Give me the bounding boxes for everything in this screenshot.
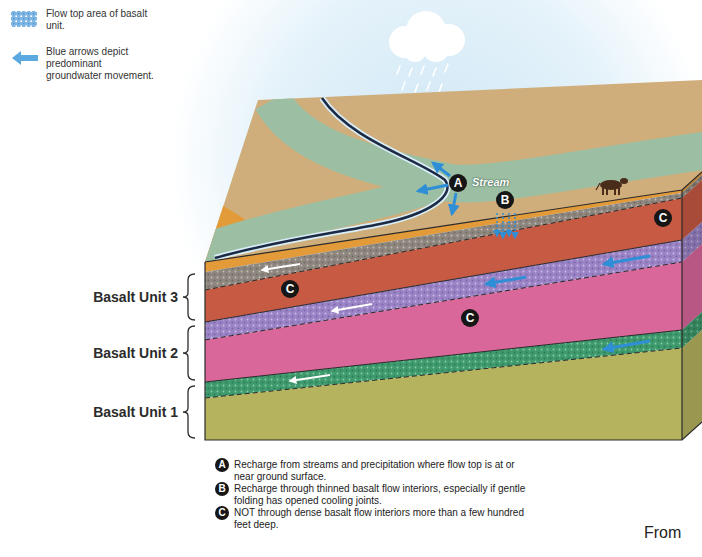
flow-interior-band xyxy=(205,348,682,440)
flow-arrow xyxy=(604,341,650,349)
flow-arrow xyxy=(332,304,372,311)
rain-drop xyxy=(433,68,436,76)
legend-swatch xyxy=(10,48,40,68)
callout-letter-text: B xyxy=(218,484,225,494)
flow-arrow xyxy=(604,256,650,264)
callout-letter: C xyxy=(654,209,672,227)
face-shade xyxy=(682,172,702,440)
front-face xyxy=(205,190,682,440)
legend-swatch xyxy=(10,10,40,30)
callout-letter: A xyxy=(449,174,467,192)
cow-leg xyxy=(606,188,608,195)
cow-head xyxy=(620,178,628,184)
flow-arrow xyxy=(262,264,300,270)
rain-drop xyxy=(427,82,430,90)
block-edge xyxy=(205,262,702,440)
cloud-puff xyxy=(404,40,426,62)
unit-label: Basalt Unit 3 xyxy=(8,288,178,306)
callout-letter-text: A xyxy=(218,460,225,470)
cloud-puff xyxy=(423,36,449,62)
cow-figure xyxy=(596,178,628,195)
infiltration-arrow xyxy=(514,213,516,238)
caption-fragment: From xyxy=(644,523,681,542)
cow-leg xyxy=(618,188,620,195)
unit-brackets xyxy=(183,274,195,438)
flow-arrow xyxy=(290,375,330,381)
note-text: Recharge through thinned basalt flow int… xyxy=(234,483,534,507)
unit-label: Basalt Unit 2 xyxy=(8,344,178,362)
rain-drop xyxy=(439,84,442,92)
rain-drop xyxy=(421,66,424,74)
callout-letter: C xyxy=(215,506,229,520)
recharge-arrow xyxy=(452,193,456,214)
flow-arrow xyxy=(486,277,526,284)
callout-letter: A xyxy=(215,458,229,472)
groundwater-arrows xyxy=(262,256,650,381)
callout-letter-text: A xyxy=(454,177,463,189)
right-face xyxy=(682,172,702,440)
rain-drop xyxy=(415,84,418,92)
block-edge xyxy=(681,190,682,440)
cow-leg xyxy=(614,188,616,195)
callout-letter-text: C xyxy=(218,508,225,518)
curly-bracket xyxy=(183,386,195,438)
rain-drop xyxy=(409,68,412,76)
legend-text: Flow top area of basalt unit. xyxy=(46,8,154,32)
legend-text: Blue arrows depict predominant groundwat… xyxy=(46,46,154,82)
legend-item: Blue arrows depict predominant groundwat… xyxy=(10,46,160,96)
callout-letter: B xyxy=(215,482,229,496)
unit-label: Basalt Unit 1 xyxy=(8,403,178,421)
cow-tail xyxy=(596,183,600,190)
solid-contact xyxy=(205,330,682,382)
solid-contact xyxy=(205,240,682,322)
callout-letter: C xyxy=(281,280,299,298)
rain-drop xyxy=(445,64,448,72)
dashed-contact xyxy=(205,198,682,290)
block-outline xyxy=(205,172,702,440)
recharge-arrow xyxy=(418,185,448,191)
infiltration-arrows xyxy=(497,213,515,238)
callout-letter: B xyxy=(496,191,514,209)
infiltration-arrow xyxy=(508,213,510,236)
swatch-pattern xyxy=(11,11,37,27)
layer-contacts xyxy=(205,198,682,398)
curly-bracket xyxy=(183,274,195,320)
callout-letter-text: B xyxy=(501,194,510,206)
callout-letter-text: C xyxy=(466,312,475,324)
curly-bracket xyxy=(183,326,195,380)
infiltration-arrow xyxy=(502,213,504,238)
note-text: NOT through dense basalt flow interiors … xyxy=(234,507,534,531)
dashed-contact xyxy=(205,262,682,340)
cow-leg xyxy=(602,188,604,195)
rain-drop xyxy=(397,66,400,74)
recharge-arrow xyxy=(433,163,450,176)
callout-letter-text: C xyxy=(286,283,295,295)
block-edge xyxy=(205,172,702,262)
swatch-arrow xyxy=(12,51,38,65)
rain-cloud xyxy=(389,11,465,62)
stream-label: Stream xyxy=(472,176,509,189)
callout-letter-text: C xyxy=(659,212,668,224)
rain-drop xyxy=(402,82,405,90)
callout-letter: C xyxy=(461,309,479,327)
note-text: Recharge from streams and precipitation … xyxy=(234,459,534,483)
infiltration-arrow xyxy=(496,213,498,236)
